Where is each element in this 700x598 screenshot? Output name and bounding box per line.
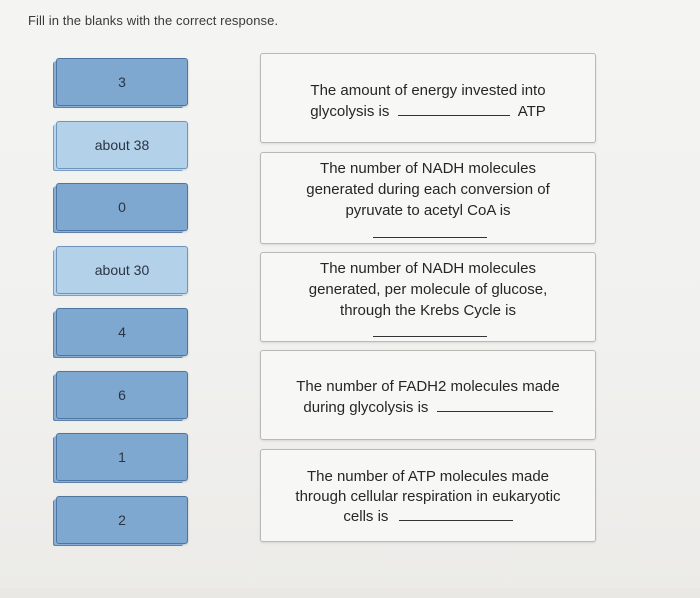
answer-blank[interactable] xyxy=(373,336,487,337)
answer-tile-label: 3 xyxy=(118,74,126,90)
question-text-fragment: glycolysis is xyxy=(310,103,390,120)
question-text-fragment: cells is xyxy=(343,508,389,525)
answer-tile-label: 4 xyxy=(118,324,126,340)
question-text-line: through cellular respiration in eukaryot… xyxy=(295,488,561,505)
question-box-5[interactable]: The number of ATP molecules made through… xyxy=(260,449,596,542)
answer-blank[interactable] xyxy=(436,397,553,412)
question-box-1[interactable]: The amount of energy invested into glyco… xyxy=(260,53,596,143)
question-text-line: generated, per molecule of glucose, xyxy=(308,281,548,298)
answer-tile-4[interactable]: 4 xyxy=(56,308,188,356)
question-text-line: The number of NADH molecules xyxy=(320,160,536,177)
answer-tile-label: 0 xyxy=(118,199,126,215)
answer-tile-label: 6 xyxy=(118,387,126,403)
answer-tile-1[interactable]: 1 xyxy=(56,433,188,481)
answer-tile-about-30[interactable]: about 30 xyxy=(56,246,188,294)
answer-blank[interactable] xyxy=(398,506,513,521)
question-text-line: The number of ATP molecules made xyxy=(306,468,550,485)
answer-blank[interactable] xyxy=(373,237,487,238)
question-text-fragment: during glycolysis is xyxy=(303,399,429,416)
question-box-2[interactable]: The number of NADH molecules generated d… xyxy=(260,152,596,244)
instructions-text: Fill in the blanks with the correct resp… xyxy=(28,13,279,28)
question-text-line: pyruvate to acetyl CoA is xyxy=(345,202,511,219)
answer-tile-0[interactable]: 0 xyxy=(56,183,188,231)
question-text-line: generated during each conversion of xyxy=(306,181,550,198)
question-text-line: The number of NADH molecules xyxy=(320,260,536,277)
question-text-line: through the Krebs Cycle is xyxy=(340,302,516,319)
page-bottom-edge xyxy=(0,588,700,598)
answer-tile-label: 2 xyxy=(118,512,126,528)
question-text-line: cells is xyxy=(261,506,595,527)
answer-blank[interactable] xyxy=(397,101,510,116)
unit-label: ATP xyxy=(517,103,546,120)
question-text-line: during glycolysis is xyxy=(261,397,595,418)
answer-tile-label: 1 xyxy=(118,449,126,465)
question-text-line: glycolysis is ATP xyxy=(261,101,595,122)
answer-tile-label: about 38 xyxy=(94,137,150,153)
answer-tile-label: about 30 xyxy=(94,262,150,278)
answer-tile-6[interactable]: 6 xyxy=(56,371,188,419)
answer-tile-3[interactable]: 3 xyxy=(56,58,188,106)
question-text-line: The number of FADH2 molecules made xyxy=(296,378,560,395)
answer-tile-about-38[interactable]: about 38 xyxy=(56,121,188,169)
question-box-4[interactable]: The number of FADH2 molecules made durin… xyxy=(260,350,596,440)
question-text-line: The amount of energy invested into xyxy=(310,82,546,99)
answer-tile-2[interactable]: 2 xyxy=(56,496,188,544)
question-box-3[interactable]: The number of NADH molecules generated, … xyxy=(260,252,596,342)
